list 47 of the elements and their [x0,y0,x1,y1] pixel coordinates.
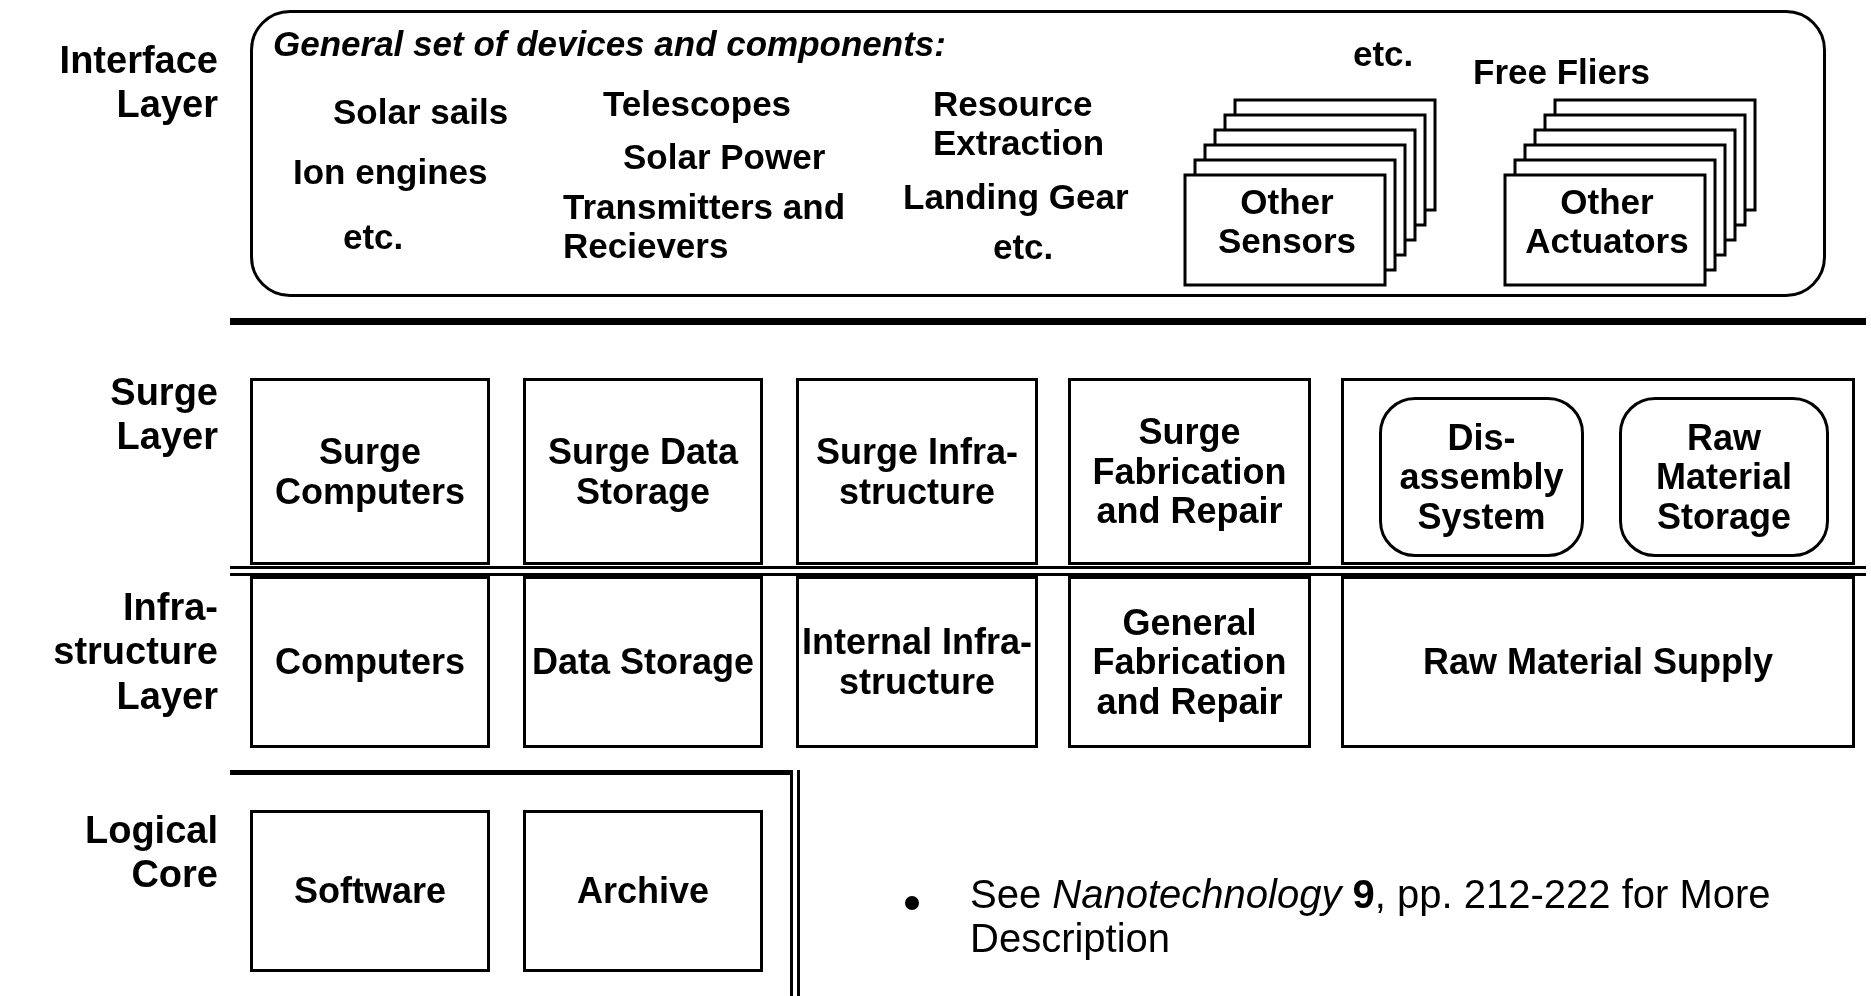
layer-label: Logical Core [83,808,218,897]
box-label: Data Storage [531,642,755,682]
item-label: Transmitters and Recievers [563,188,847,265]
item-label: Landing Gear [903,178,1129,217]
layer-label: Interface Layer [58,38,218,127]
group-box [1341,378,1855,565]
note-text: See Nanotechnology 9, pp. 212-222 for More Description [970,872,1772,960]
box-label: Dis- assembly System [1398,417,1565,537]
component-box [523,576,763,748]
item-label: Ion engines [293,153,488,192]
layer-label: Infra- structure Layer [52,585,218,719]
layer-label: Surge Layer [109,370,218,459]
component-box [796,576,1038,748]
component-box [523,810,763,972]
component-box [250,576,490,748]
box-label: Surge Fabrication and Repair [1091,412,1288,531]
component-box [1068,378,1311,565]
rounded-box [1619,397,1829,557]
heading-text: General set of devices and components: [273,25,946,64]
box-label: Archive [576,871,710,911]
box-label: Surge Data Storage [546,431,740,512]
item-label: Resource Extraction [933,85,1106,162]
component-box [250,810,490,972]
item-label: Solar sails [333,93,509,132]
item-label: etc. [1353,35,1414,74]
rounded-box [1379,397,1584,557]
component-box [250,378,490,565]
box-label: Other Sensors [1216,183,1358,260]
layer-panel [250,10,1826,297]
box-label: Surge Infra- structure [815,431,1019,512]
component-box [1341,576,1855,748]
item-label: etc. [993,228,1054,267]
item-label: Telescopes [603,85,792,124]
box-label: Other Actuators [1524,183,1690,260]
box-label: Raw Material Supply [1422,642,1774,682]
box-label: Computers [275,642,465,682]
component-box [796,378,1038,565]
box-label: Surge Computers [274,431,466,512]
component-box [1068,576,1311,748]
item-label: Solar Power [623,138,826,177]
box-label: Internal Infra- structure [801,622,1033,702]
item-label: etc. [343,218,404,257]
box-label: General Fabrication and Repair [1091,602,1288,722]
item-label: Free Fliers [1473,53,1651,92]
box-label: Raw Material Storage [1654,417,1794,537]
box-label: Software [293,871,446,911]
component-box [523,378,763,565]
